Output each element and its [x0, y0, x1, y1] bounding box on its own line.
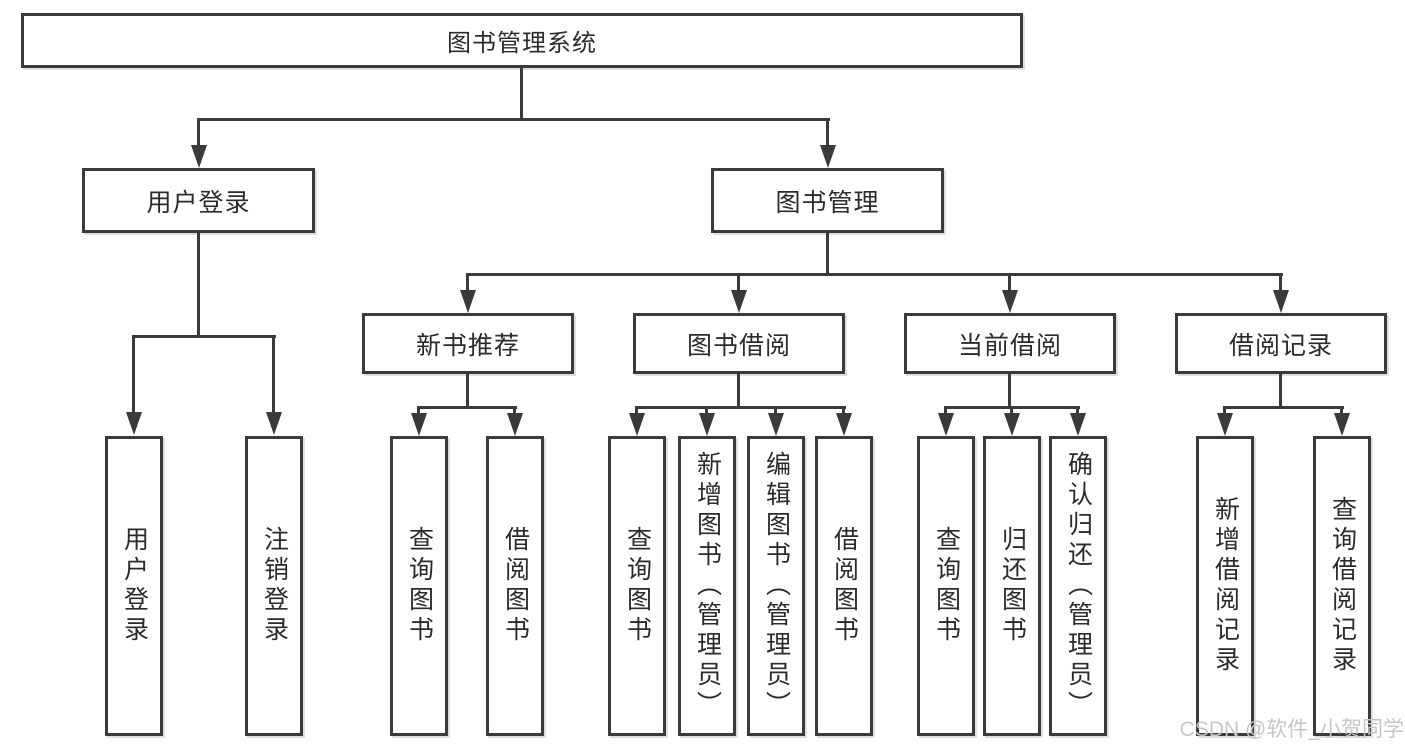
connector-leaf-drop — [1223, 406, 1226, 414]
leaf-add-books-admin: 新增图书（管理员） — [678, 436, 736, 736]
leaf-edit-books-admin-label: 编辑图书（管理员） — [762, 451, 791, 721]
arrowhead-icon — [629, 413, 645, 436]
arrowhead-icon — [836, 413, 852, 436]
connector-drop-leaf-logout — [272, 335, 275, 413]
leaf-current-query-books: 查询图书 — [917, 436, 975, 736]
leaf-borrow-query-books: 查询图书 — [608, 436, 666, 736]
leaf-return-books-label: 归还图书 — [998, 526, 1027, 646]
leaf-add-borrow-record-label: 新增借阅记录 — [1211, 496, 1240, 676]
arrowhead-icon — [1004, 413, 1020, 436]
leaf-borrow-books: 借阅图书 — [815, 436, 873, 736]
connector-login-stub — [197, 233, 200, 335]
csdn-watermark: CSDN @软件_小贺同学 — [1179, 718, 1404, 741]
node-book-management-label: 图书管理 — [775, 188, 880, 217]
node-borrow-records-label: 借阅记录 — [1228, 331, 1333, 360]
node-library-system-label: 图书管理系统 — [447, 30, 597, 57]
leaf-borrow-query-books-label: 查询图书 — [623, 526, 652, 646]
leaf-recommend-query-books-label: 查询图书 — [405, 526, 434, 646]
connector-leaf-drop — [1076, 406, 1079, 414]
arrowhead-icon — [191, 145, 207, 168]
node-new-book-recommend: 新书推荐 — [362, 313, 574, 374]
arrowhead-icon — [1273, 290, 1289, 313]
connector-leaf-drop — [705, 406, 708, 414]
connector-mgmt-stub — [826, 233, 829, 273]
connector-leaf-drop — [1340, 406, 1343, 414]
connector-current-stub — [1008, 374, 1011, 406]
leaf-add-books-admin-label: 新增图书（管理员） — [693, 451, 722, 721]
arrowhead-icon — [126, 412, 142, 435]
arrowhead-icon — [768, 413, 784, 436]
arrowhead-icon — [699, 413, 715, 436]
connector-login-bar — [132, 335, 276, 338]
leaf-add-borrow-record: 新增借阅记录 — [1196, 436, 1254, 736]
node-current-borrow-label: 当前借阅 — [957, 331, 1062, 360]
connector-recommend-bar — [417, 406, 517, 409]
connector-mgmt-bar — [466, 273, 1283, 276]
connector-leaf-drop — [513, 406, 516, 414]
arrowhead-icon — [1002, 290, 1018, 313]
connector-leaf-drop — [842, 406, 845, 414]
connector-drop-leaf-user-login — [132, 335, 135, 413]
leaf-return-books: 归还图书 — [983, 436, 1041, 736]
leaf-confirm-return-admin: 确认归还（管理员） — [1049, 436, 1107, 736]
leaf-query-borrow-record: 查询借阅记录 — [1313, 436, 1371, 736]
node-book-management: 图书管理 — [711, 168, 944, 233]
arrowhead-icon — [1334, 413, 1350, 436]
leaf-recommend-borrow-books-label: 借阅图书 — [501, 526, 530, 646]
connector-drop-book-management — [826, 118, 829, 146]
node-library-system: 图书管理系统 — [21, 13, 1023, 68]
connector-records-stub — [1279, 374, 1282, 406]
node-new-book-recommend-label: 新书推荐 — [415, 331, 520, 360]
connector-borrow-bar — [635, 406, 846, 409]
connector-borrow-group-stub — [737, 374, 740, 406]
node-borrow-records: 借阅记录 — [1175, 313, 1387, 374]
arrowhead-icon — [460, 290, 476, 313]
connector-recommend-stub — [466, 374, 469, 406]
leaf-logout: 注销登录 — [245, 436, 303, 736]
connector-root-bar — [197, 118, 830, 121]
leaf-borrow-books-label: 借阅图书 — [830, 526, 859, 646]
arrowhead-icon — [938, 413, 954, 436]
node-book-borrow-label: 图书借阅 — [686, 331, 791, 360]
arrowhead-icon — [731, 290, 747, 313]
node-user-login-label: 用户登录 — [146, 188, 251, 217]
arrowhead-icon — [411, 413, 427, 436]
connector-drop-records — [1279, 273, 1282, 291]
arrowhead-icon — [1217, 413, 1233, 436]
arrowhead-icon — [1070, 413, 1086, 436]
connector-drop-user-login — [197, 118, 200, 146]
arrowhead-icon — [820, 145, 836, 168]
node-user-login: 用户登录 — [82, 168, 315, 233]
arrowhead-icon — [266, 412, 282, 435]
leaf-recommend-borrow-books: 借阅图书 — [486, 436, 544, 736]
connector-leaf-drop — [774, 406, 777, 414]
leaf-confirm-return-admin-label: 确认归还（管理员） — [1064, 451, 1093, 721]
connector-drop-borrow — [737, 273, 740, 291]
connector-root-stub — [520, 67, 523, 118]
leaf-query-borrow-record-label: 查询借阅记录 — [1328, 496, 1357, 676]
node-current-borrow: 当前借阅 — [904, 313, 1116, 374]
connector-drop-current — [1008, 273, 1011, 291]
leaf-logout-label: 注销登录 — [260, 526, 289, 646]
leaf-user-login-label: 用户登录 — [120, 526, 149, 646]
node-book-borrow: 图书借阅 — [633, 313, 845, 374]
connector-leaf-drop — [1010, 406, 1013, 414]
leaf-user-login: 用户登录 — [105, 436, 163, 736]
connector-leaf-drop — [417, 406, 420, 414]
connector-leaf-drop — [944, 406, 947, 414]
leaf-recommend-query-books: 查询图书 — [390, 436, 448, 736]
connector-records-bar — [1223, 406, 1344, 409]
leaf-edit-books-admin: 编辑图书（管理员） — [747, 436, 805, 736]
connector-leaf-drop — [635, 406, 638, 414]
leaf-current-query-books-label: 查询图书 — [932, 526, 961, 646]
arrowhead-icon — [507, 413, 523, 436]
connector-drop-recommend — [466, 273, 469, 291]
